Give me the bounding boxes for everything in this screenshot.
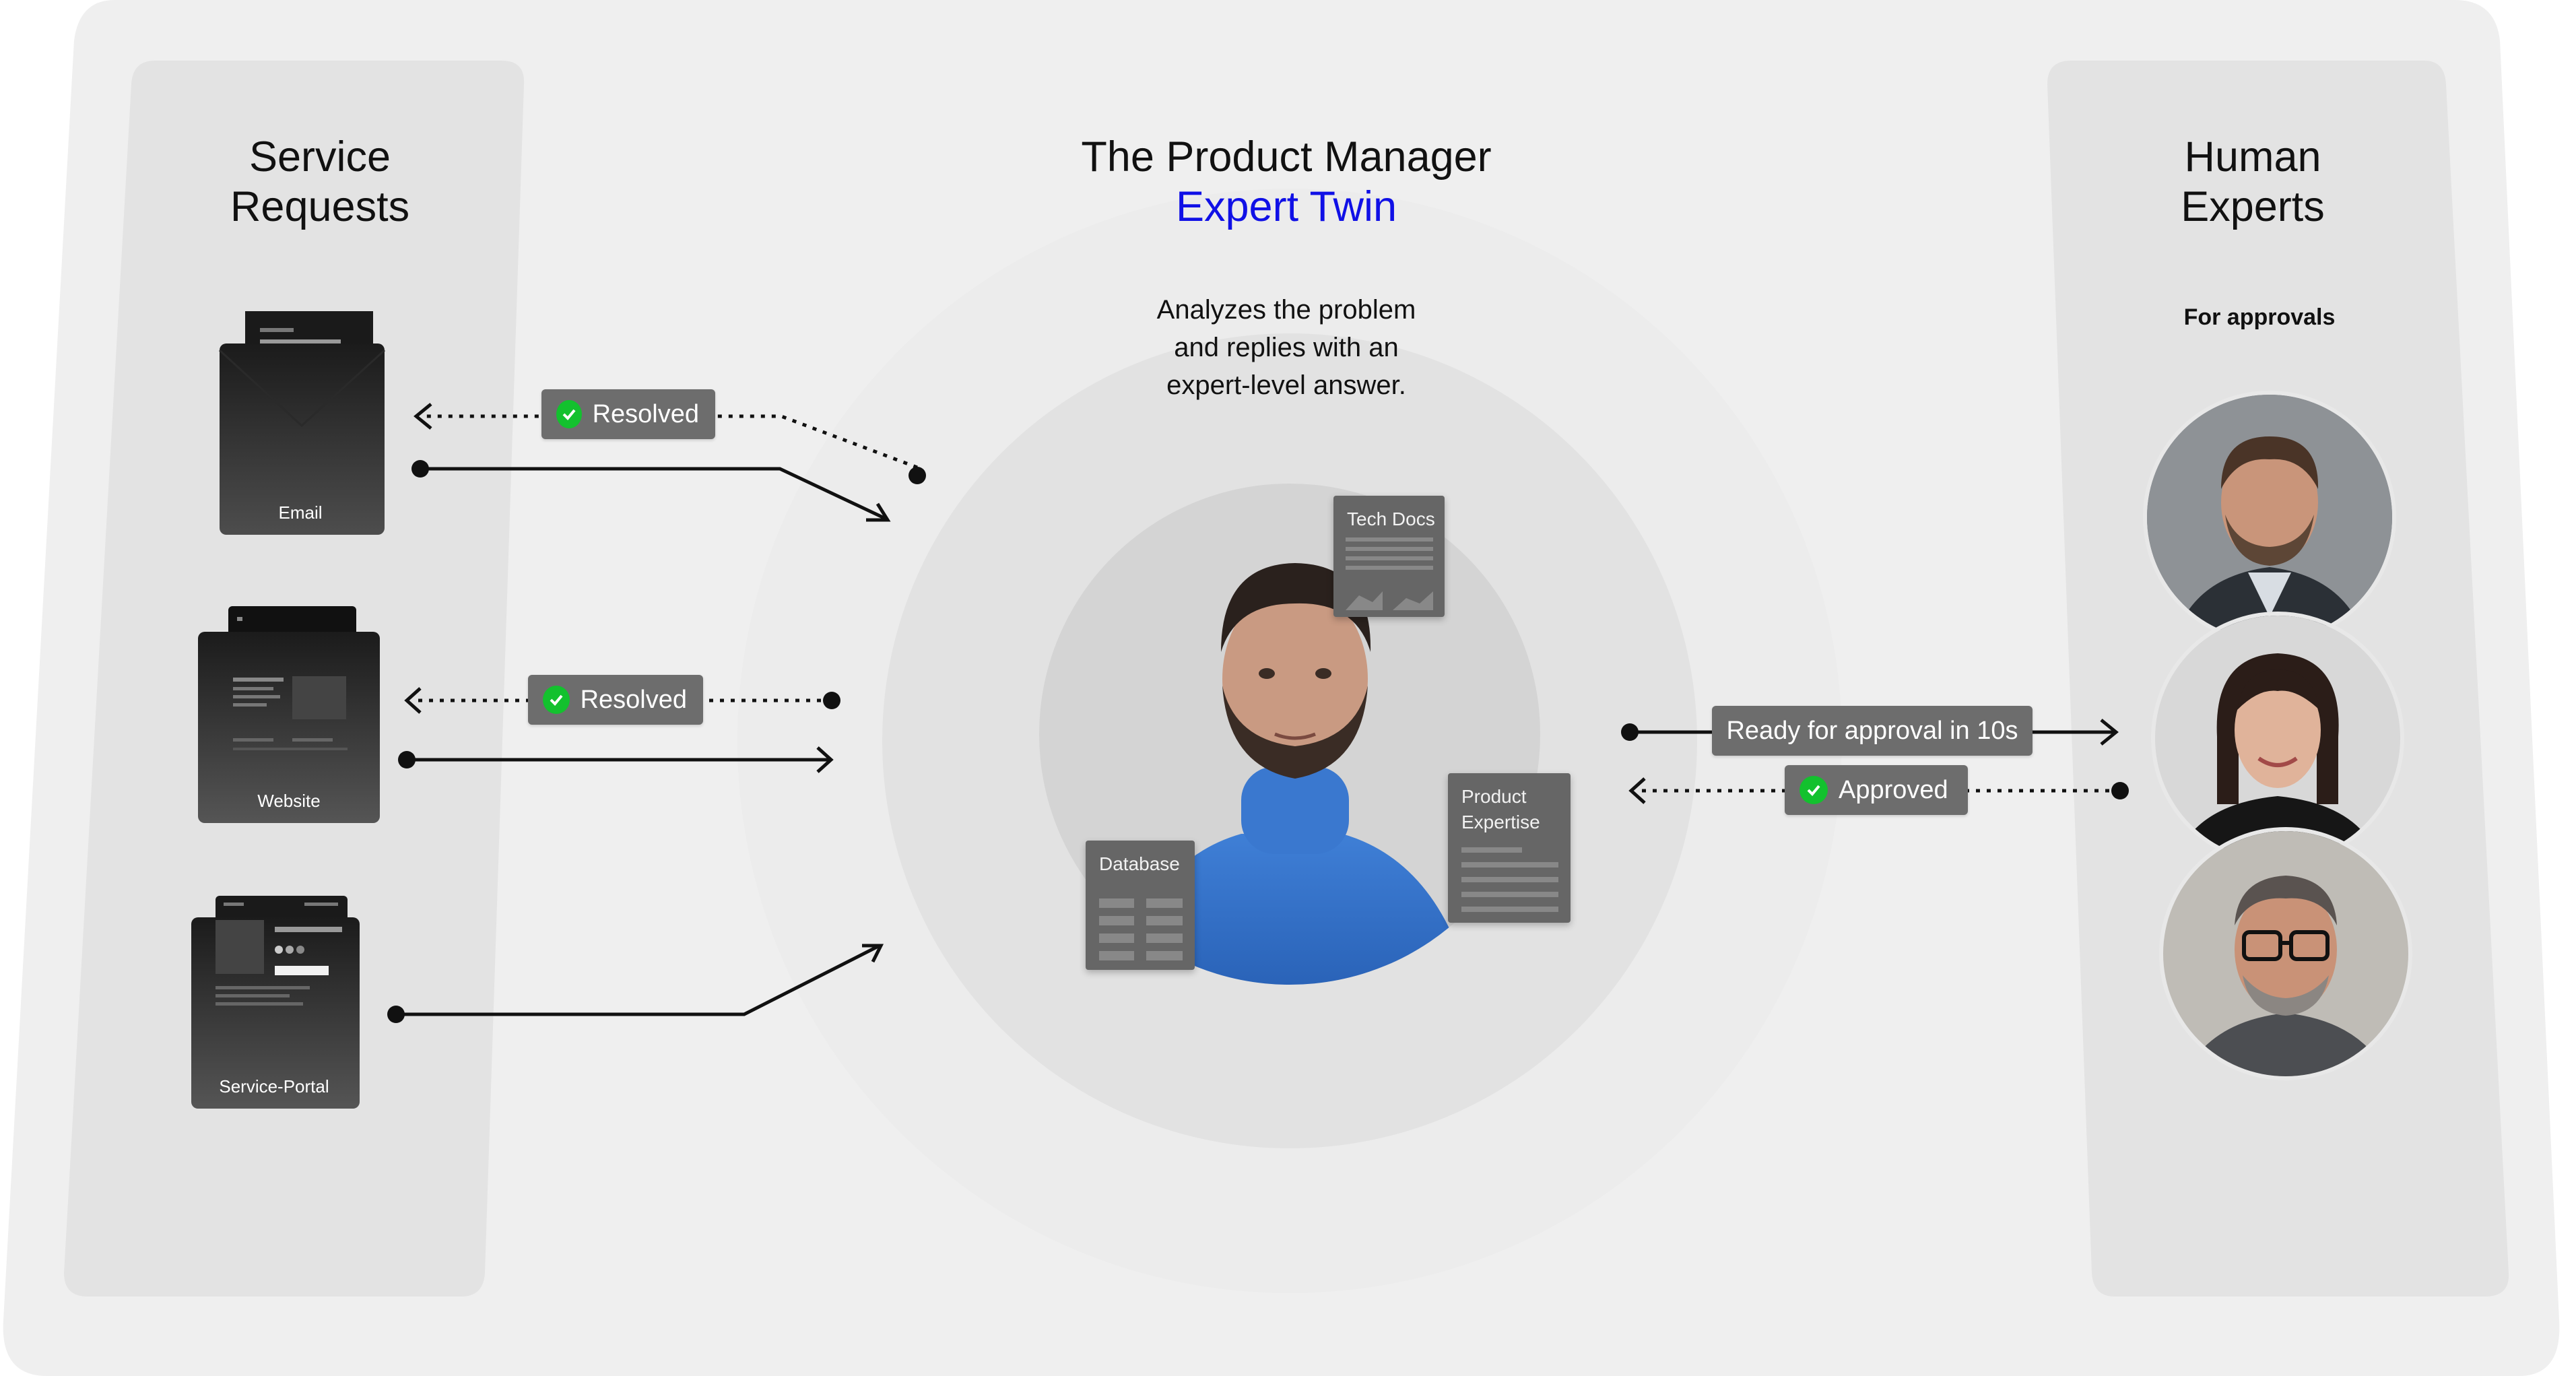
person-silhouette-icon xyxy=(2147,395,2392,640)
person-silhouette-icon xyxy=(2163,831,2408,1076)
website-resolved-dot xyxy=(823,692,840,709)
check-icon xyxy=(1799,776,1828,804)
table-grid-icon xyxy=(1099,898,1183,963)
expert-avatar-3 xyxy=(2159,827,2412,1080)
document-lines-icon xyxy=(1346,537,1433,612)
expert-avatar-1 xyxy=(2143,391,2396,644)
approved-badge: Approved xyxy=(1785,765,1968,815)
product-expertise-label: Product Expertise xyxy=(1461,784,1540,835)
check-icon xyxy=(556,400,582,428)
database-label: Database xyxy=(1099,851,1180,877)
approved-text: Approved xyxy=(1839,776,1964,805)
database-card: Database xyxy=(1086,841,1195,970)
tech-docs-label: Tech Docs xyxy=(1347,506,1435,532)
person-silhouette-icon xyxy=(2155,616,2400,861)
email-resolved-dot xyxy=(909,467,926,484)
email-resolved-badge: Resolved xyxy=(541,389,715,439)
ready-for-approval-text: Ready for approval in 10s xyxy=(1726,717,2018,746)
email-request-dot xyxy=(411,460,429,478)
portal-request-dot xyxy=(387,1006,405,1023)
resolved-text: Resolved xyxy=(581,686,703,715)
portal-request-connector xyxy=(396,946,880,1014)
product-expertise-line-2: Expertise xyxy=(1461,812,1540,832)
check-icon xyxy=(543,686,570,714)
product-expertise-card: Product Expertise xyxy=(1448,773,1571,923)
approval-request-dot xyxy=(1621,723,1639,741)
approved-dot xyxy=(2111,782,2129,799)
website-request-dot xyxy=(398,751,416,768)
website-resolved-badge: Resolved xyxy=(528,675,703,725)
email-request-connector xyxy=(420,469,886,519)
document-lines-icon xyxy=(1461,847,1558,915)
resolved-text: Resolved xyxy=(593,400,715,429)
product-expertise-line-1: Product xyxy=(1461,786,1527,807)
ready-for-approval-badge: Ready for approval in 10s xyxy=(1712,706,2033,756)
tech-docs-card: Tech Docs xyxy=(1333,496,1445,617)
